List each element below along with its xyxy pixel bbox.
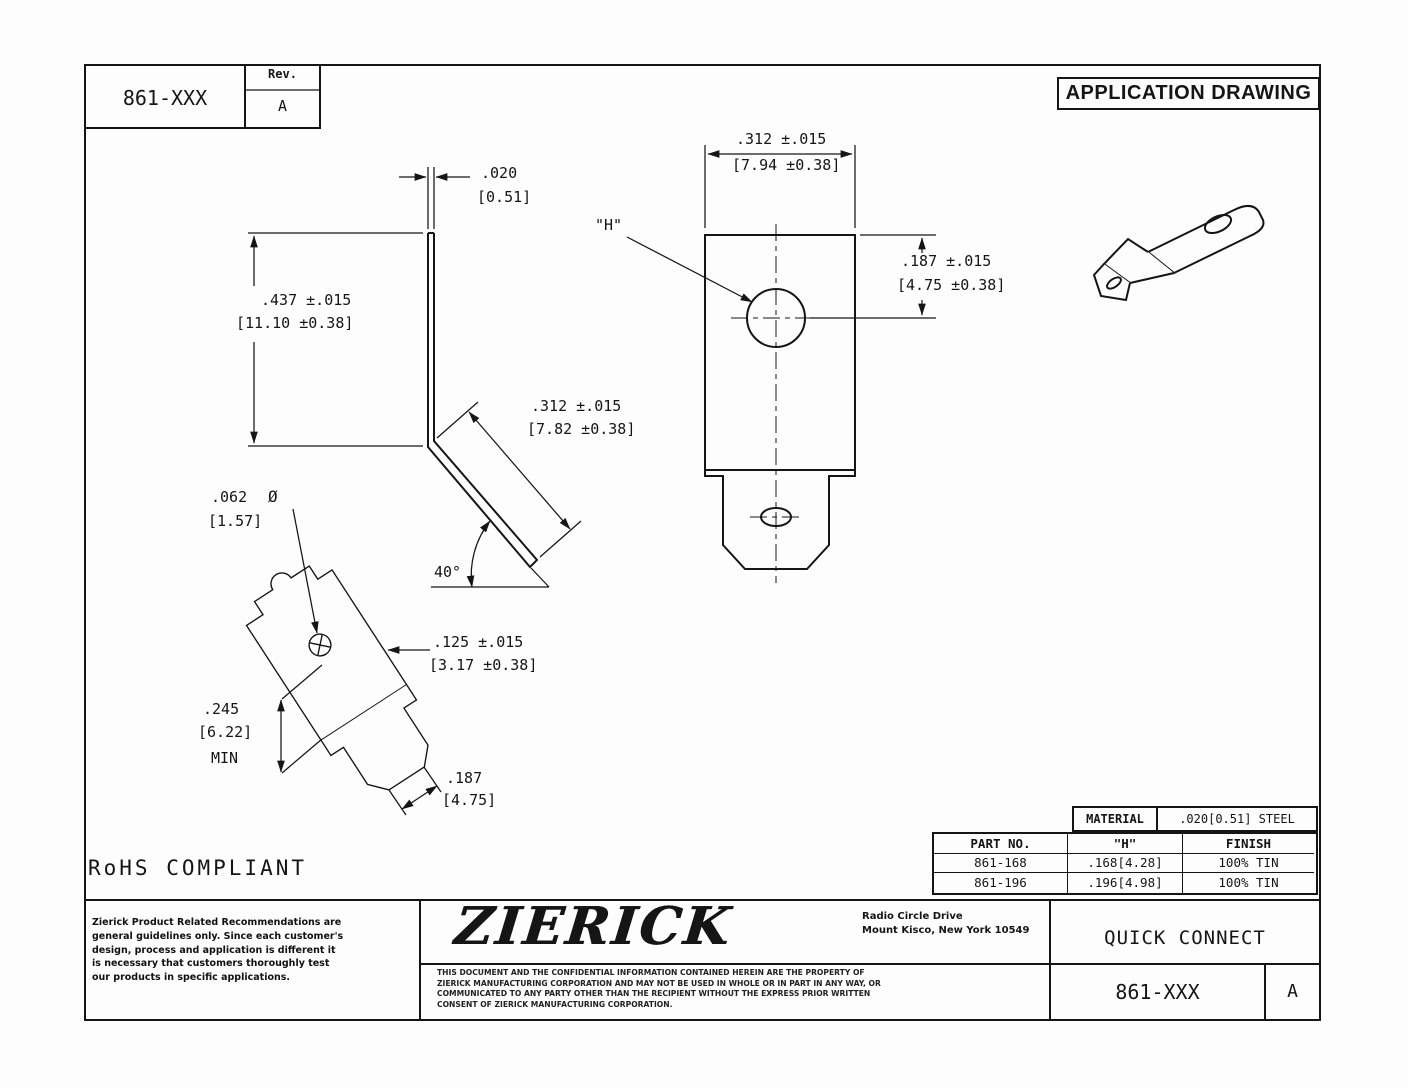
dim-thickness: .020 [481, 164, 518, 182]
part-outlines [245, 205, 1265, 791]
dim-tab-length-mm: [7.82 ±0.38] [527, 420, 636, 438]
dim-height-mm: [11.10 ±0.38] [236, 314, 354, 332]
isometric-view [1092, 205, 1265, 302]
side-view-outline [427, 232, 539, 569]
diameter-symbol: Ø [268, 487, 278, 506]
dim-tab-width: .187 [446, 769, 483, 787]
material-table: MATERIAL .020[0.51] STEEL [1072, 806, 1318, 832]
part-table: PART NO. "H" FINISH 861-168 .168[4.28] 1… [932, 832, 1318, 895]
title-part-number: 861-XXX [122, 86, 208, 110]
address-line-1: Radio Circle Drive [862, 911, 963, 922]
col-finish: FINISH [1183, 834, 1314, 854]
zierick-logo: ZIERICK [451, 896, 736, 957]
dim-hole-offset: .187 ±.015 [901, 252, 992, 270]
dimension-lines [248, 145, 936, 816]
centerlines [731, 224, 821, 583]
col-h: "H" [1068, 834, 1183, 854]
hole-label: "H" [595, 216, 623, 234]
rev-label: Rev. [268, 67, 297, 81]
dim-tab-width-mm: [4.75] [442, 791, 497, 809]
table-cell: 861-196 [934, 873, 1068, 893]
rohs-note: RoHS COMPLIANT [88, 856, 308, 880]
material-label: MATERIAL [1074, 808, 1158, 830]
dimple-hole [308, 633, 332, 657]
dim-min-width: .245 [203, 700, 240, 718]
col-part-no: PART NO. [934, 834, 1068, 854]
table-cell: 100% TIN [1218, 875, 1279, 891]
dim-dimple-offset: .125 ±.015 [433, 633, 524, 651]
dim-min-label: MIN [211, 749, 239, 767]
product-name: QUICK CONNECT [1104, 927, 1266, 949]
titleblock-rev: A [1287, 981, 1298, 1002]
dim-width-mm: [7.94 ±0.38] [732, 156, 841, 174]
legal-text: THIS DOCUMENT AND THE CONFIDENTIAL INFOR… [437, 968, 881, 1009]
flat-view-outline [245, 565, 429, 791]
dim-hole-offset-mm: [4.75 ±0.38] [897, 276, 1006, 294]
table-cell: 100% TIN [1183, 854, 1314, 873]
dim-min-width-mm: [6.22] [198, 723, 253, 741]
table-cell: 861-168 [934, 853, 1068, 873]
dim-bend-angle: 40° [434, 563, 462, 581]
dim-dimple-offset-mm: [3.17 ±0.38] [429, 656, 538, 674]
titleblock-part-number: 861-XXX [1115, 980, 1200, 1004]
dim-dimple-dia: .062 [211, 488, 248, 506]
rev-value: A [277, 97, 288, 115]
address-line-2: Mount Kisco, New York 10549 [862, 925, 1030, 936]
dim-height: .437 ±.015 [261, 291, 352, 309]
dim-dimple-dia-mm: [1.57] [208, 512, 263, 530]
material-value: .020[0.51] STEEL [1179, 812, 1295, 826]
front-view-outline [704, 234, 856, 570]
dim-thickness-mm: [0.51] [477, 188, 532, 206]
dim-tab-length: .312 ±.015 [531, 397, 622, 415]
disclaimer-text: Zierick Product Related Recommendations … [92, 917, 344, 984]
table-cell: .196[4.98] [1068, 873, 1183, 893]
dim-width: .312 ±.015 [736, 130, 827, 148]
drawing-title: APPLICATION DRAWING [1057, 77, 1320, 110]
table-cell: .168[4.28] [1068, 853, 1183, 873]
sheet-border-and-blocks [84, 64, 1321, 1021]
